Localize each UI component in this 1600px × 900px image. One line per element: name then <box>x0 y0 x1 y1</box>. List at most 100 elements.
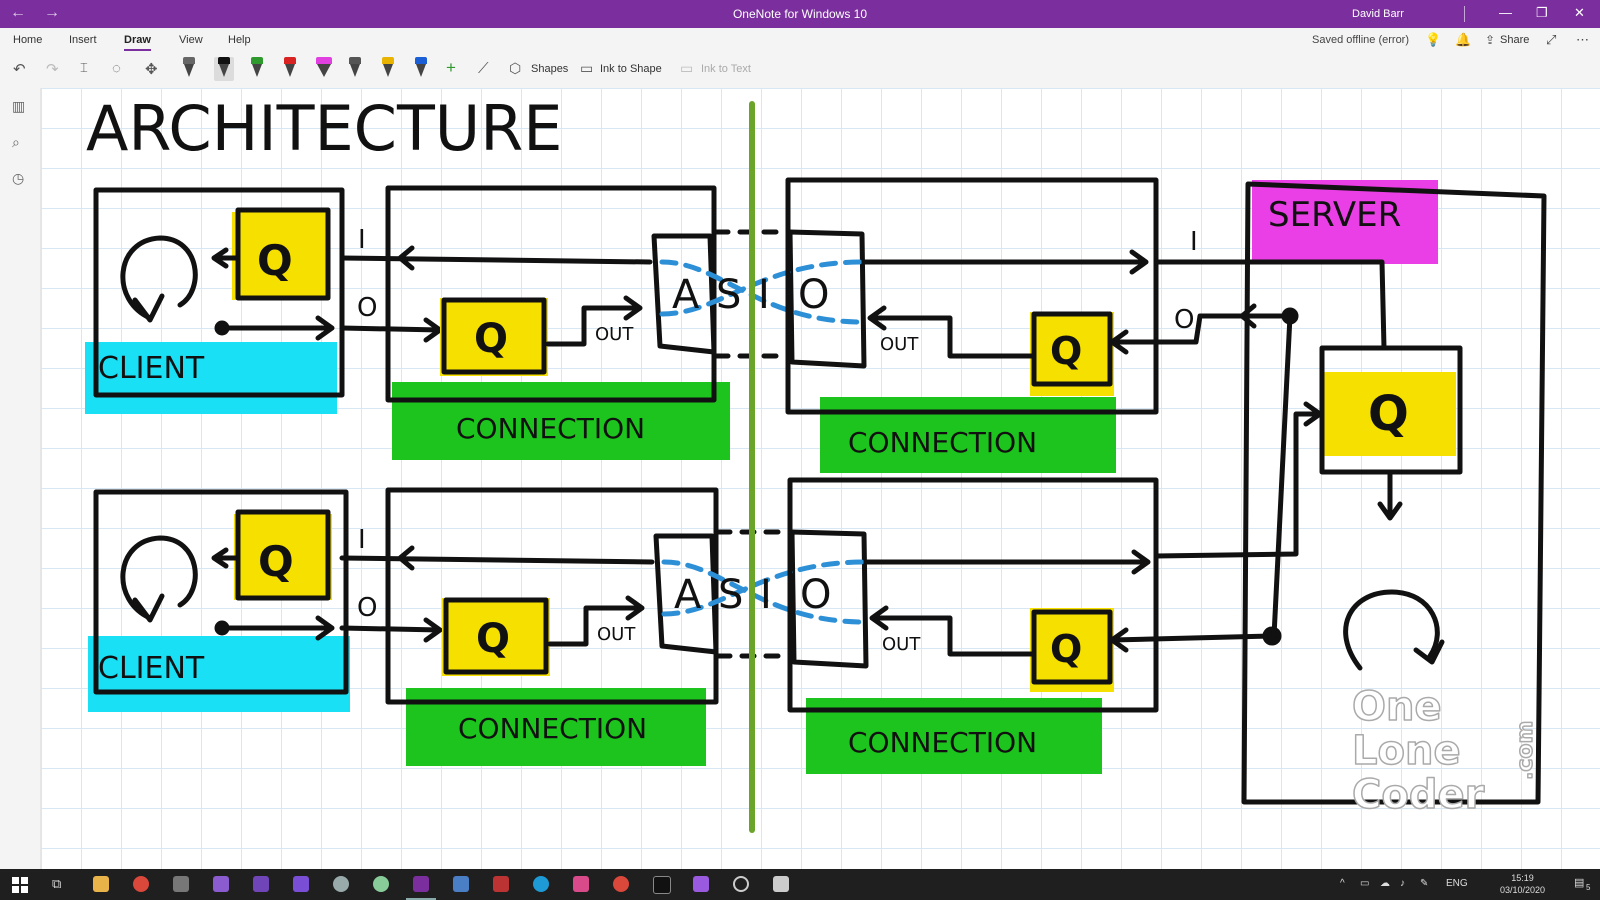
watermark-line2: Lone <box>1352 728 1461 774</box>
task-view-icon[interactable]: ⧉ <box>52 876 62 891</box>
search-icon[interactable]: ⌕ <box>12 134 20 150</box>
conn-queue-label-1: Q <box>474 316 508 362</box>
add-space-icon[interactable]: ✥ <box>145 61 158 78</box>
lasso-select-icon[interactable]: ◌ <box>112 60 121 77</box>
left-sidebar: ▥ ⌕ ◷ <box>0 88 41 869</box>
connection-label-3: CONNECTION <box>458 712 647 745</box>
add-pen-icon[interactable]: + <box>446 58 456 77</box>
share-button[interactable]: Share <box>1500 34 1530 46</box>
notification-icon[interactable]: ▤ <box>1574 877 1585 889</box>
user-name[interactable]: David Barr <box>1352 8 1404 20</box>
close-icon[interactable]: ✕ <box>1574 5 1585 20</box>
more-options-icon[interactable]: ⋯ <box>1576 32 1589 47</box>
connection-label-2: CONNECTION <box>848 426 1037 459</box>
language-indicator[interactable]: ENG <box>1446 878 1468 889</box>
ink-to-text-icon[interactable]: ▭ <box>680 60 694 76</box>
conn-queue-box-3 <box>443 597 549 675</box>
asio-a-2: A <box>674 572 702 618</box>
watermark-suffix: .com <box>1513 721 1538 780</box>
restore-icon[interactable]: ❐ <box>1536 5 1548 20</box>
visual-studio-icon-2[interactable] <box>293 876 309 892</box>
onenote-icon[interactable] <box>413 876 429 892</box>
client-out-dot <box>214 320 230 336</box>
asio-s-2: S <box>718 572 743 618</box>
type-select-icon[interactable]: ⌶ <box>80 60 88 75</box>
watermark-line1: One <box>1352 684 1442 730</box>
visual-studio-icon-1[interactable] <box>253 876 269 892</box>
ruler-icon[interactable]: ⟋ <box>478 60 489 77</box>
heading-architecture: ARCHITECTURE <box>86 92 562 165</box>
ink-to-shape-icon[interactable]: ▭ <box>580 60 594 76</box>
app-icon-17[interactable] <box>693 876 709 892</box>
clock[interactable]: 15:19 03/10/2020 <box>1500 872 1545 896</box>
network-app-icon[interactable] <box>453 876 469 892</box>
note-canvas[interactable]: ARCHITECTURE Q CLIENT I O Q OUT CONNECTI… <box>41 88 1600 869</box>
client-box-2 <box>93 489 349 695</box>
red-pen-icon[interactable] <box>283 57 297 81</box>
green-pen-icon[interactable] <box>250 57 264 81</box>
client-loop-head <box>132 293 165 323</box>
onedrive-icon[interactable]: ☁ <box>1380 878 1390 889</box>
visual-studio-code-icon[interactable] <box>213 876 229 892</box>
shapes-button[interactable]: Shapes <box>531 63 569 75</box>
back-arrow-icon[interactable]: ← <box>10 4 26 21</box>
undo-icon[interactable]: ↶ <box>13 61 26 78</box>
app-icon-9[interactable] <box>373 876 389 892</box>
menu-insert[interactable]: Insert <box>69 34 97 46</box>
conn4-in-line <box>863 549 1151 575</box>
recent-icon[interactable]: ◷ <box>12 170 25 186</box>
menu-view[interactable]: View <box>179 34 203 46</box>
volume-icon[interactable]: ♪ <box>1400 878 1405 889</box>
menu-help[interactable]: Help <box>228 34 251 46</box>
client-queue-fill <box>232 212 330 300</box>
draw-toolbar: ↶ ↷ ⌶ ◌ ✥ + ⟋ ⬡ Shapes ▭ Ink to Shape ▭ … <box>0 52 1600 89</box>
conn-out-label-2: OUT <box>880 334 919 355</box>
gray-pen-icon[interactable] <box>348 57 362 81</box>
notebooks-icon[interactable]: ▥ <box>12 98 26 114</box>
app-icon-19[interactable] <box>773 876 789 892</box>
asio-o-2: O <box>800 572 831 618</box>
tray-chevron-icon[interactable]: ^ <box>1340 878 1345 889</box>
server-in-label: I <box>1190 227 1198 257</box>
shapes-icon[interactable]: ⬡ <box>509 60 522 76</box>
conn3-out-line <box>339 617 443 643</box>
ink-to-text-button[interactable]: Ink to Text <box>701 63 751 75</box>
fullscreen-icon[interactable]: ⤢ <box>1546 32 1557 47</box>
notification-count: 5 <box>1586 883 1591 892</box>
client-highlight <box>85 342 337 414</box>
app-icon-14[interactable] <box>573 876 589 892</box>
ink-to-shape-button[interactable]: Ink to Shape <box>600 63 662 75</box>
server-label: SERVER <box>1268 195 1401 235</box>
capture-app-icon[interactable] <box>173 876 189 892</box>
asio-i-2: I <box>760 572 772 618</box>
obs-app-icon[interactable] <box>493 876 509 892</box>
redo-icon[interactable]: ↷ <box>46 61 59 78</box>
windows-start-icon[interactable] <box>12 877 28 893</box>
paint-app-icon[interactable] <box>333 876 349 892</box>
share-icon[interactable]: ⇪ <box>1485 33 1496 47</box>
blue-pen-icon[interactable] <box>414 57 428 81</box>
chrome-icon[interactable] <box>133 876 149 892</box>
clock-app-icon[interactable] <box>733 876 749 892</box>
forward-arrow-icon[interactable]: → <box>44 4 60 21</box>
sync-status[interactable]: Saved offline (error) <box>1312 34 1410 46</box>
file-explorer-icon[interactable] <box>93 876 109 892</box>
conn3-out-path <box>547 595 645 647</box>
minimize-icon[interactable]: — <box>1499 5 1512 20</box>
edge-icon[interactable] <box>533 876 549 892</box>
lightbulb-icon[interactable]: 💡 <box>1425 32 1442 47</box>
yellow-pen-icon[interactable] <box>381 57 395 81</box>
conn-out-label-1: OUT <box>595 324 634 345</box>
asio-s-1: S <box>716 272 741 318</box>
terminal-icon[interactable] <box>653 876 671 894</box>
chrome-icon-2[interactable] <box>613 876 629 892</box>
bell-icon[interactable]: 🔔 <box>1455 32 1472 47</box>
pen-icon[interactable]: ✎ <box>1420 878 1429 889</box>
eraser-pen-icon[interactable] <box>182 57 196 81</box>
menu-draw[interactable]: Draw <box>124 34 151 51</box>
asio-i-1: I <box>758 272 770 318</box>
menu-home[interactable]: Home <box>13 34 43 46</box>
magenta-highlighter-icon[interactable] <box>315 57 333 81</box>
black-pen-icon[interactable] <box>214 57 234 81</box>
network-icon[interactable]: ▭ <box>1360 878 1370 889</box>
